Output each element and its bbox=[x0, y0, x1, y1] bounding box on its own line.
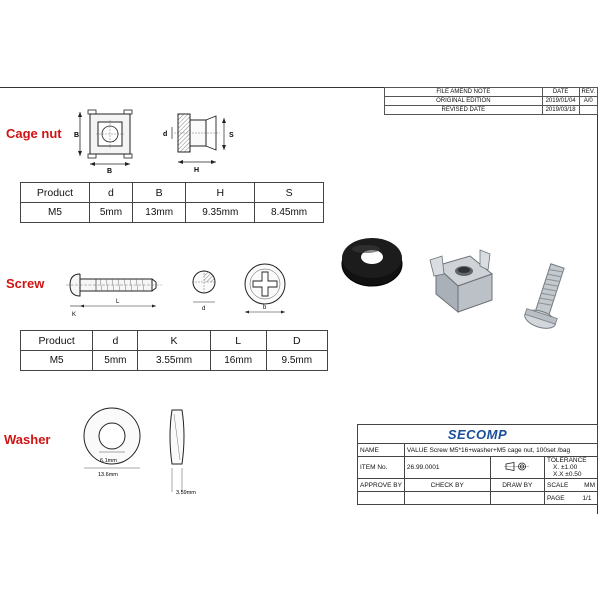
scale-label: SCALE bbox=[547, 481, 569, 489]
amend-header-rev: REV. bbox=[578, 87, 599, 97]
scale-cell: SCALE MM bbox=[544, 478, 598, 492]
scale-value: MM bbox=[584, 481, 595, 489]
table-cell: 9.5mm bbox=[265, 350, 329, 371]
title-block: SECOMP NAME VALUE Screw M5*16+washer+M5 … bbox=[357, 424, 599, 505]
title-block-brand-row: SECOMP bbox=[357, 424, 598, 444]
table-cell: 8.45mm bbox=[254, 202, 324, 223]
tolerance-cell: TOLERANCE X. ±1.00 X.X ±0.50 bbox=[544, 456, 598, 479]
amend-rev: A/0 bbox=[578, 96, 599, 106]
name-label: NAME bbox=[357, 443, 405, 457]
projection-symbol-cell bbox=[489, 456, 546, 479]
table-header-row: Product d K L D bbox=[19, 330, 329, 351]
screw-dim-b: b bbox=[263, 305, 267, 311]
washer-side-view: 3.59mm bbox=[169, 409, 196, 496]
tolerance-label: TOLERANCE bbox=[547, 457, 587, 464]
table-header: S bbox=[254, 182, 324, 203]
table-row: M5 5mm 13mm 9.35mm 8.45mm bbox=[20, 202, 324, 223]
cage-nut-dim-d: d bbox=[163, 131, 167, 138]
cage-nut-side-view: d S H bbox=[163, 113, 234, 174]
washer-title: Washer bbox=[4, 432, 51, 447]
projection-symbol-icon bbox=[504, 462, 530, 471]
table-header: d bbox=[88, 182, 133, 203]
washer-photo bbox=[341, 238, 403, 287]
empty-cell bbox=[357, 491, 405, 505]
cage-nut-dim-b-side: B bbox=[74, 132, 79, 139]
cage-nut-title: Cage nut bbox=[6, 126, 62, 141]
brand-logo: SECOMP bbox=[447, 426, 508, 442]
washer-dim-inner: 6.1mm bbox=[100, 458, 117, 464]
approve-by-label: APPROVE BY bbox=[357, 478, 405, 492]
cage-nut-spec-table: Product d B H S M5 5mm 13mm 9.35mm 8.45m… bbox=[20, 182, 324, 223]
brand-cell: SECOMP bbox=[357, 424, 598, 444]
amend-row: ORIGINAL EDITION 2019/01/04 A/0 bbox=[384, 96, 599, 106]
amend-date: 2019/03/18 bbox=[541, 105, 580, 115]
page-label: PAGE bbox=[547, 494, 565, 502]
screw-side-view: K L bbox=[66, 273, 162, 318]
table-cell: 5mm bbox=[88, 202, 133, 223]
table-cell: M5 bbox=[20, 202, 90, 223]
cage-nut-dim-b-bottom: B bbox=[107, 168, 112, 175]
title-block-approval-row: APPROVE BY CHECK BY DRAW BY SCALE MM bbox=[357, 478, 598, 492]
washer-dim-outer: 13.6mm bbox=[98, 472, 118, 478]
title-block-name-row: NAME VALUE Screw M5*16+washer+M5 cage nu… bbox=[357, 443, 599, 457]
check-by-label: CHECK BY bbox=[403, 478, 491, 492]
table-header: L bbox=[209, 330, 267, 351]
item-value: 26.99.0001 bbox=[403, 456, 491, 479]
page-value: 1/1 bbox=[582, 494, 592, 502]
amend-date: 2019/01/04 bbox=[541, 96, 580, 106]
amend-header-note: FILE AMEND NOTE bbox=[384, 87, 543, 97]
page-cell: PAGE 1/1 bbox=[544, 491, 598, 505]
table-header-row: Product d B H S bbox=[20, 182, 324, 203]
table-header: B bbox=[131, 182, 187, 203]
screw-dim-d: d bbox=[202, 306, 205, 312]
empty-cell bbox=[403, 491, 491, 505]
table-header: d bbox=[92, 330, 139, 351]
table-row: M5 5mm 3.55mm 16mm 9.5mm bbox=[19, 350, 329, 371]
amend-table: FILE AMEND NOTE DATE REV. ORIGINAL EDITI… bbox=[384, 87, 599, 115]
cage-nut-dim-h: H bbox=[194, 167, 199, 174]
amend-note: ORIGINAL EDITION bbox=[384, 96, 543, 106]
table-cell: 13mm bbox=[131, 202, 187, 223]
table-cell: M5 bbox=[19, 350, 94, 371]
table-cell: 9.35mm bbox=[185, 202, 256, 223]
screw-spec-table: Product d K L D M5 5mm 3.55mm 16mm 9.5mm bbox=[19, 330, 329, 371]
table-cell: 5mm bbox=[92, 350, 139, 371]
amend-header-row: FILE AMEND NOTE DATE REV. bbox=[384, 87, 599, 97]
draw-by-label: DRAW BY bbox=[489, 478, 546, 492]
table-header: K bbox=[137, 330, 211, 351]
amend-note: REVISED DATE bbox=[384, 105, 543, 115]
amend-header-date: DATE bbox=[541, 87, 580, 97]
cage-nut-dim-s: S bbox=[229, 132, 234, 139]
frame-top-line bbox=[0, 87, 598, 88]
tolerance-xx: X.X ±0.50 bbox=[553, 471, 582, 478]
screw-photo bbox=[524, 263, 565, 329]
washer-front-view: 6.1mm 13.6mm bbox=[83, 407, 141, 478]
frame-right-line bbox=[597, 87, 598, 514]
amend-row: REVISED DATE 2019/03/18 bbox=[384, 105, 599, 115]
table-cell: 3.55mm bbox=[137, 350, 211, 371]
table-header: Product bbox=[20, 182, 90, 203]
washer-dim-thickness: 3.59mm bbox=[176, 490, 196, 496]
cage-nut-front-view: B B bbox=[74, 109, 133, 175]
title-block-item-row: ITEM No. 26.99.0001 TOLERANCE X. ±1.00 X… bbox=[357, 456, 598, 479]
item-label: ITEM No. bbox=[357, 456, 405, 479]
cage-nut-photo bbox=[429, 249, 494, 314]
screw-title: Screw bbox=[6, 276, 45, 291]
tolerance-x: X. ±1.00 bbox=[553, 464, 578, 471]
amend-rev bbox=[578, 105, 599, 115]
table-header: Product bbox=[19, 330, 94, 351]
screw-head-top-view: b bbox=[244, 263, 286, 314]
empty-cell bbox=[489, 491, 546, 505]
screw-dim-l: L bbox=[116, 299, 120, 305]
table-header: D bbox=[265, 330, 329, 351]
title-block-page-row: PAGE 1/1 bbox=[357, 491, 598, 505]
table-header: H bbox=[185, 182, 256, 203]
screw-dim-k: K bbox=[72, 312, 76, 318]
name-value: VALUE Screw M5*16+washer+M5 cage nut, 10… bbox=[403, 443, 599, 457]
screw-thread-section: d bbox=[192, 270, 216, 312]
table-cell: 16mm bbox=[209, 350, 267, 371]
